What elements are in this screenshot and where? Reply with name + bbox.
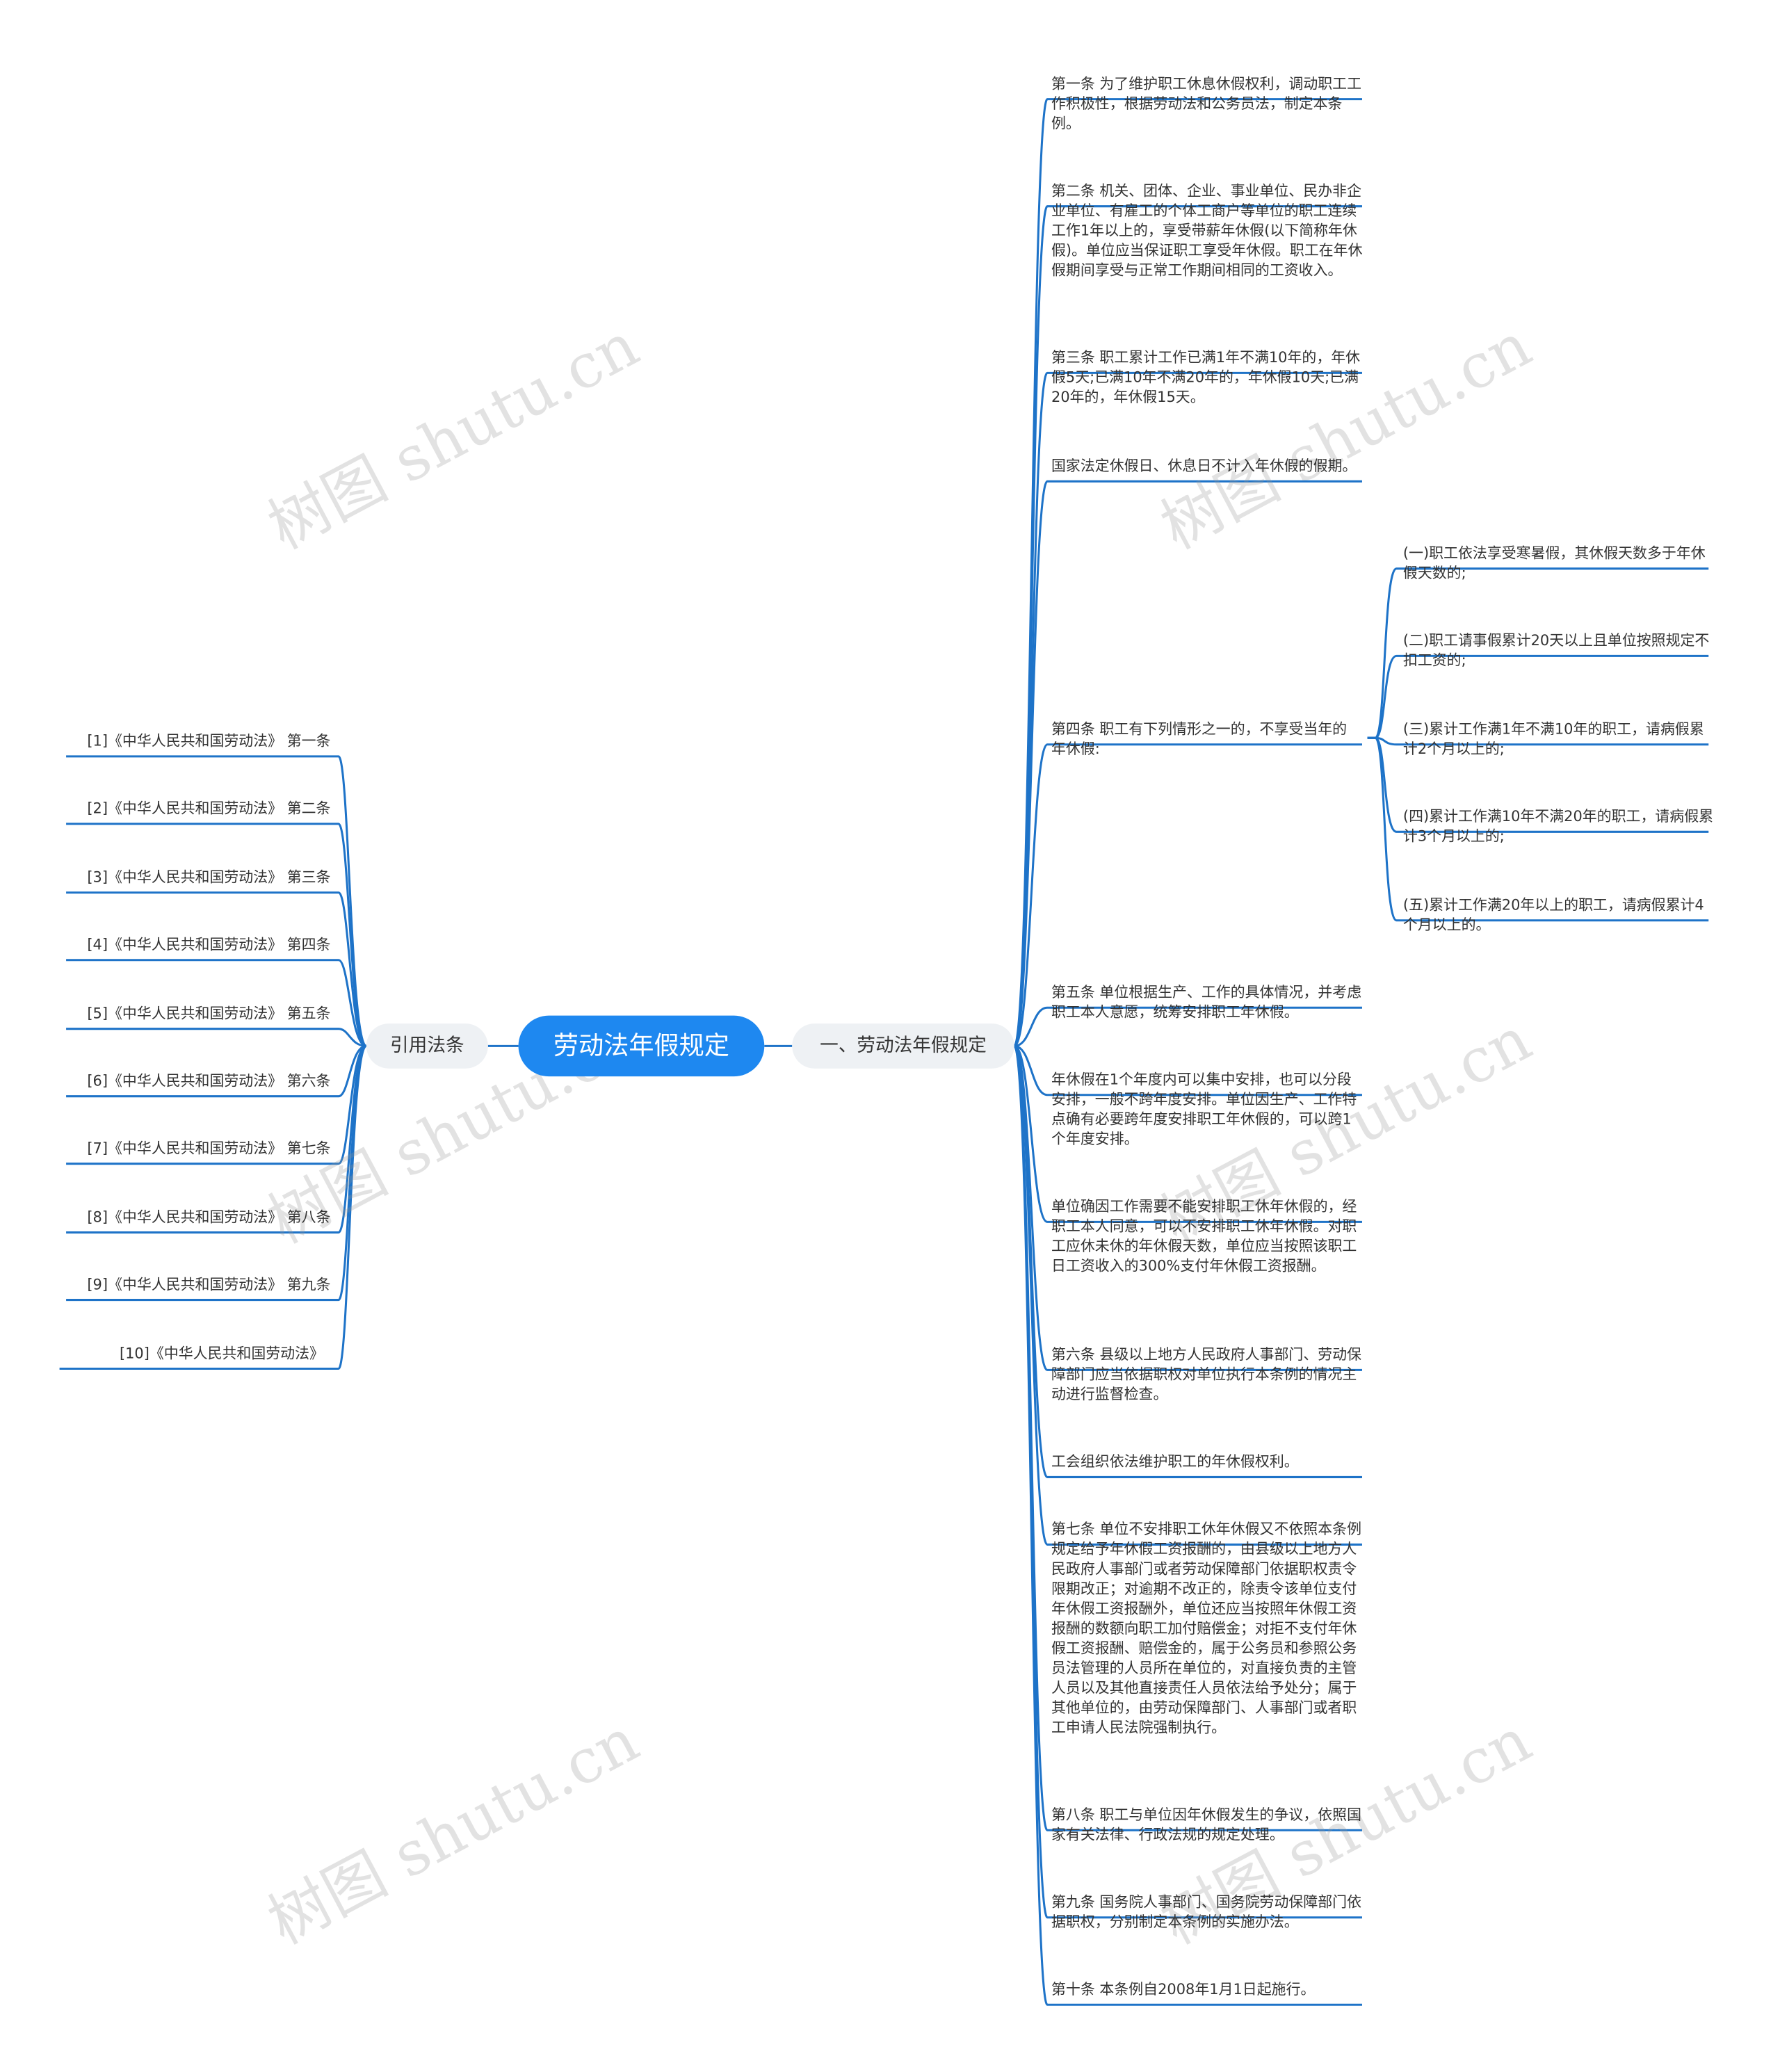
connector-article [1014, 1044, 1362, 1096]
connector-article [1013, 480, 1362, 1047]
exception-item[interactable]: (四)累计工作满10年不满20年的职工，请病假累计3个月以上的; [1402, 808, 1714, 845]
connector-article [1013, 1044, 1362, 1546]
connector-article [1013, 205, 1362, 1047]
article-item[interactable]: 工会组织依法维护职工的年休假权利。 [1051, 1453, 1299, 1471]
connector-ref [66, 1028, 366, 1047]
exception-item[interactable]: (二)职工请事假累计20天以上且单位按照规定不扣工资的; [1402, 632, 1710, 670]
exception-item[interactable]: (三)累计工作满1年不满10年的职工，请病假累计2个月以上的; [1402, 720, 1704, 758]
article-item[interactable]: 单位确因工作需要不能安排职工休年休假的，经职工本人同意，可以不安排职工休年休假。… [1051, 1198, 1357, 1275]
connector-article [1014, 1006, 1362, 1047]
connector-exception [1367, 736, 1709, 922]
exception-item[interactable]: (一)职工依法享受寒暑假，其休假天数多于年休假天数的; [1402, 544, 1706, 582]
connector-ref [66, 823, 367, 1047]
connector-article [1013, 1044, 1362, 1919]
ref-item[interactable]: [8]《中华人民共和国劳动法》 第八条 [87, 1208, 331, 1227]
article-item[interactable]: 第七条 单位不安排职工休年休假又不依照本条例规定给予年休假工资报酬的，由县级以上… [1051, 1521, 1362, 1737]
central-topic[interactable]: 劳动法年假规定 [518, 1015, 765, 1077]
article-item[interactable]: 第八条 职工与单位因年休假发生的争议，依照国家有关法律、行政法规的规定处理。 [1051, 1806, 1362, 1844]
connector-exception [1367, 654, 1709, 739]
article-item[interactable]: 第一条 为了维护职工休息休假权利，调动职工工作积极性，根据劳动法和公务员法，制定… [1051, 75, 1362, 133]
connector-article [1014, 1044, 1362, 1223]
branch-annual-leave-rules[interactable]: 一、劳动法年假规定 [792, 1023, 1014, 1069]
article-item[interactable]: 国家法定休假日、休息日不计入年休假的假期。 [1051, 458, 1357, 475]
exception-item[interactable]: (五)累计工作满20年以上的职工，请病假累计4个月以上的。 [1402, 896, 1704, 934]
ref-item[interactable]: [10]《中华人民共和国劳动法》 [119, 1345, 324, 1362]
ref-item[interactable]: [5]《中华人民共和国劳动法》 第五条 [87, 1005, 331, 1023]
ref-item[interactable]: [3]《中华人民共和国劳动法》 第三条 [87, 868, 331, 887]
connector-ref [66, 959, 367, 1047]
article-item[interactable]: 第三条 职工累计工作已满1年不满10年的，年休假5天;已满10年不满20年的，年… [1051, 349, 1361, 406]
connector-ref [66, 1044, 367, 1165]
article-item[interactable]: 第五条 单位根据生产、工作的具体情况，并考虑职工本人意愿，统筹安排职工年休假。 [1051, 984, 1362, 1021]
article-item[interactable]: 第二条 机关、团体、企业、事业单位、民办非企业单位、有雇工的个体工商户等单位的职… [1051, 182, 1363, 280]
article-item[interactable]: 第四条 职工有下列情形之一的，不享受当年的年休假: [1051, 720, 1348, 758]
ref-item[interactable]: [9]《中华人民共和国劳动法》 第九条 [87, 1276, 331, 1294]
branch-cited-laws[interactable]: 引用法条 [366, 1023, 488, 1069]
ref-item[interactable]: [1]《中华人民共和国劳动法》 第一条 [87, 732, 331, 750]
connector-ref [59, 1044, 368, 1370]
ref-item[interactable]: [6]《中华人民共和国劳动法》 第六条 [87, 1072, 331, 1090]
article-item[interactable]: 年休假在1个年度内可以集中安排，也可以分段安排，一般不跨年度安排。单位因生产、工… [1051, 1071, 1357, 1148]
article-item[interactable]: 第六条 县级以上地方人民政府人事部门、劳动保障部门应当依据职权对单位执行本条例的… [1051, 1346, 1362, 1403]
ref-item[interactable]: [7]《中华人民共和国劳动法》 第七条 [87, 1140, 331, 1158]
connector-ref [66, 891, 367, 1047]
article-item[interactable]: 第九条 国务院人事部门、国务院劳动保障部门依据职权，分别制定本条例的实施办法。 [1051, 1893, 1362, 1931]
connector-article [1013, 743, 1362, 1047]
connector-ref [66, 1044, 367, 1098]
article-item[interactable]: 第十条 本条例自2008年1月1日起施行。 [1051, 1981, 1316, 1998]
ref-item[interactable]: [4]《中华人民共和国劳动法》 第四条 [87, 936, 331, 954]
connector-article [1013, 1044, 1362, 2006]
ref-item[interactable]: [2]《中华人民共和国劳动法》 第二条 [87, 800, 331, 818]
